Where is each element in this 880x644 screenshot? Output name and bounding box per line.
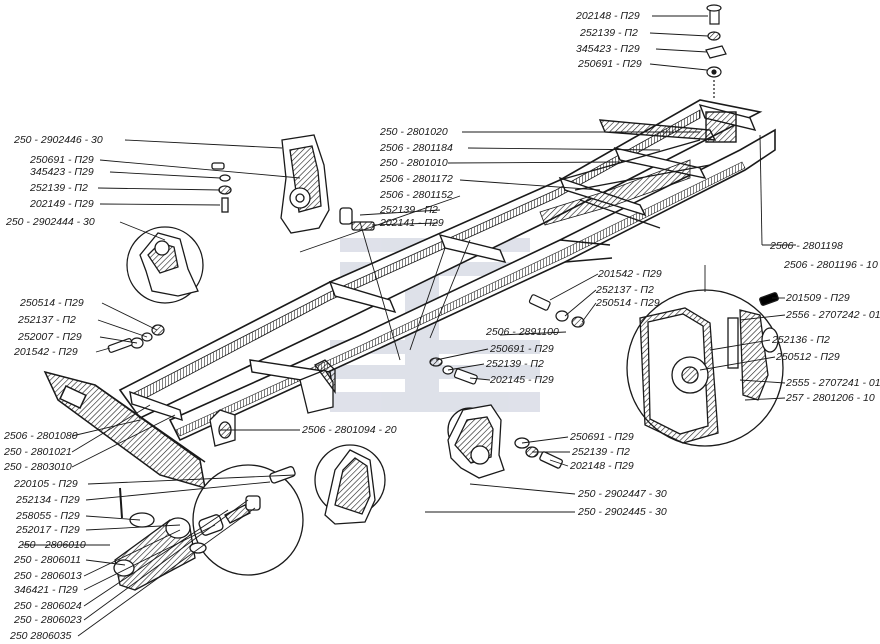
part-label: 250 - 2803010 (4, 461, 72, 473)
part-label: 250691 - П29 (490, 343, 554, 355)
part-label: 202148 - П29 (576, 10, 640, 22)
part-label: 2506 - 2801172 (380, 173, 453, 185)
part-label: 201509 - П29 (786, 292, 850, 304)
part-label: 250 - 2801021 (4, 446, 72, 458)
part-label: 345423 - П29 (30, 166, 94, 178)
part-label: 250 - 2806024 (14, 600, 82, 612)
part-label: 2556 - 2707242 - 01 (786, 309, 880, 321)
right-bolt-cluster (528, 294, 585, 328)
part-label: 250 - 2801020 (380, 126, 448, 138)
spring-bracket-middle (314, 444, 386, 525)
part-label: 250 - 2902445 - 30 (578, 506, 667, 518)
part-label: 250 - 2806013 (14, 570, 82, 582)
leader-lines (22, 15, 796, 637)
part-label: 202145 - П29 (490, 374, 554, 386)
part-label: 346421 - П29 (14, 584, 78, 596)
part-label: 202148 - П29 (570, 460, 634, 472)
spring-bracket-circle-left (126, 226, 204, 304)
part-label: 252134 - П29 (16, 494, 80, 506)
part-label: 252139 - П2 (380, 204, 438, 216)
rear-tow-hook-detail (626, 289, 784, 447)
part-label: 220105 - П29 (14, 478, 78, 490)
part-label: 250 2806035 (10, 630, 72, 642)
part-label: 258055 - П29 (16, 510, 80, 522)
part-label: 257 - 2801206 - 10 (786, 392, 875, 404)
part-label: 250 - 2801010 (380, 157, 448, 169)
part-label: 252139 - П2 (580, 27, 638, 39)
middle-bolt-cluster (429, 357, 478, 385)
part-label: 250 - 2806010 (18, 539, 86, 551)
front-spring-bracket (209, 359, 336, 447)
top-bolt-stack (705, 4, 727, 100)
part-label: 2506 - 2801094 - 20 (302, 424, 397, 436)
part-label: 250691 - П29 (30, 154, 94, 166)
part-label: 252139 - П2 (486, 358, 544, 370)
frame-side-rail-left (118, 99, 763, 420)
part-label: 252017 - П29 (16, 524, 80, 536)
part-label: 250 - 2902447 - 30 (578, 488, 667, 500)
part-label: 2506 - 2801184 (380, 142, 453, 154)
part-label: 252137 - П2 (596, 284, 654, 296)
part-label: 202141 - П29 (380, 217, 444, 229)
part-label: 252139 - П2 (30, 182, 88, 194)
rear-spring-bracket-lower (447, 404, 563, 479)
part-label: 345423 - П29 (576, 43, 640, 55)
part-label: 2506 - 2801196 - 10 (784, 259, 878, 271)
part-label: 252007 - П29 (18, 331, 82, 343)
part-label: 2506 - 2801152 (380, 189, 453, 201)
part-label: 252137 - П2 (18, 314, 76, 326)
part-label: 250 - 2806011 (14, 554, 81, 566)
part-label: 252139 - П2 (572, 446, 630, 458)
tow-hitch-assembly (113, 464, 304, 591)
rear-spring-bracket-top (211, 134, 375, 234)
part-label: 250 - 2902446 - 30 (14, 134, 103, 146)
part-label: 2506 - 2801198 (770, 240, 843, 252)
part-label: 2555 - 2707241 - 01 (786, 377, 880, 389)
part-label: 250 - 2806023 (14, 614, 82, 626)
part-label: 252136 - П2 (772, 334, 830, 346)
part-label: 250691 - П29 (578, 58, 642, 70)
part-label: 250 - 2902444 - 30 (6, 216, 95, 228)
front-bolt-cluster (107, 324, 165, 353)
part-label: 2506 - 2891100 (486, 326, 559, 338)
part-label: 250512 - П29 (776, 351, 840, 363)
part-label: 250514 - П29 (20, 297, 84, 309)
part-label: 201542 - П29 (14, 346, 78, 358)
part-label: 250514 - П29 (596, 297, 660, 309)
part-label: 201542 - П29 (598, 268, 662, 280)
frame-diagonal-braces (539, 139, 711, 229)
part-label: 2506 - 2801080 (4, 430, 78, 442)
part-label: 202149 - П29 (30, 198, 94, 210)
part-label: 250691 - П29 (570, 431, 634, 443)
